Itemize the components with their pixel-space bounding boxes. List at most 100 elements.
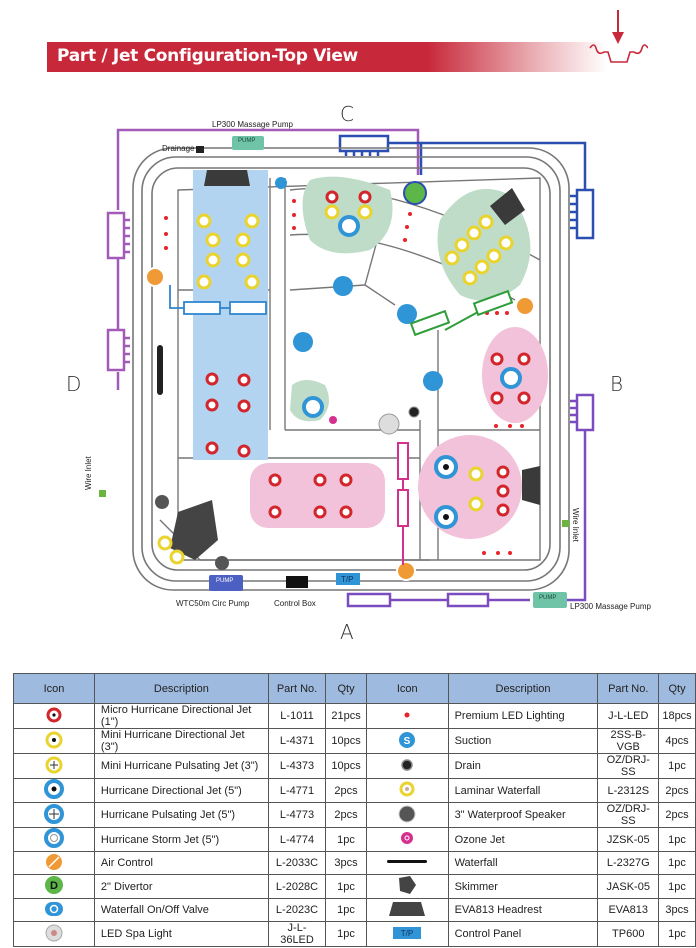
description-cell: LED Spa Light (93, 921, 269, 947)
qty-cell: 1pc (658, 753, 696, 779)
icon-cell (13, 827, 95, 852)
part-no-cell: L-2023C (267, 898, 327, 922)
part-no-cell: L-2028C (267, 874, 327, 899)
air-control-icon (45, 853, 63, 874)
part-no-cell: L-2312S (597, 778, 660, 803)
pump-top (232, 136, 264, 150)
description-cell: EVA813 Headrest (447, 898, 599, 922)
skimmer-icon (396, 875, 418, 898)
wire-inlet-left (99, 490, 106, 497)
part-no-cell: 2SS-B-VGB (597, 728, 660, 754)
air-control (517, 298, 533, 314)
table-row: Micro Hurricane Directional Jet (1")L-10… (13, 703, 696, 729)
side-label-c: C (340, 102, 354, 126)
svg-text:T/P: T/P (401, 929, 413, 938)
description-cell: Control Panel (447, 921, 599, 947)
micro-jets (205, 190, 531, 519)
part-no-cell: JZSK-05 (597, 827, 660, 852)
pump-bottom-right-label: LP300 Massage Pump (570, 602, 651, 611)
hurricane-storm-jet-icon (43, 828, 64, 851)
part-no-cell: L-4371 (267, 728, 327, 754)
qty-cell: 4pcs (658, 728, 696, 754)
description-cell: Skimmer (447, 874, 599, 899)
jet-manifold-right (575, 188, 595, 240)
speaker-icon (397, 805, 417, 826)
premium-led-icon (402, 710, 412, 723)
part-no-cell: OZ/DRJ-SS (597, 802, 660, 828)
icon-cell (13, 921, 95, 947)
headrest-icon (387, 900, 427, 921)
qty-cell: 10pcs (325, 728, 367, 754)
icon-cell (365, 898, 449, 922)
waterfall-valve (275, 177, 287, 189)
page-title: Part / Jet Configuration-Top View (57, 46, 358, 66)
description-cell: Ozone Jet (447, 827, 599, 852)
part-no-cell: J-L-36LED (267, 921, 327, 947)
qty-cell: 2pcs (658, 802, 696, 828)
description-cell: Drain (447, 753, 599, 779)
qty-cell: 1pc (658, 921, 696, 947)
ozone-jet (329, 416, 337, 424)
icon-cell (365, 802, 449, 828)
qty-cell: 1pc (658, 827, 696, 852)
air-control (145, 267, 165, 287)
spa-diagram: C A D B LP300 Massage Pump Drainage PUMP… (0, 90, 696, 655)
icon-cell (365, 851, 449, 875)
col-qty: Qty (325, 673, 367, 704)
divertor-icon: D (44, 875, 64, 898)
description-cell: Waterfall (447, 851, 599, 875)
air-control (396, 561, 416, 581)
led-spa-light-icon (45, 924, 63, 945)
mini-hurricane-pulsating-jet-icon (45, 756, 63, 777)
jet-manifold-left-upper (106, 211, 126, 260)
waterfall-valve-icon (44, 901, 64, 920)
qty-cell: 1pc (658, 874, 696, 899)
part-no-cell: L-4774 (267, 827, 327, 852)
zone-pink-bottom (250, 463, 385, 528)
part-no-cell: JASK-05 (597, 874, 660, 899)
part-no-cell: TP600 (597, 921, 660, 947)
col-qty: Qty (658, 673, 696, 704)
control-box (286, 576, 308, 588)
qty-cell: 3pcs (658, 898, 696, 922)
description-cell: Air Control (93, 851, 269, 875)
drain-icon (400, 758, 414, 775)
qty-cell: 2pcs (658, 778, 696, 803)
qty-cell: 1pc (325, 874, 367, 899)
description-cell: Hurricane Directional Jet (5") (93, 778, 269, 803)
description-cell: Laminar Waterfall (447, 778, 599, 803)
wire-inlet-right (562, 520, 569, 527)
pump-bottom-right-text: PUMP (539, 595, 557, 601)
part-no-cell: L-2327G (597, 851, 660, 875)
icon-cell (13, 778, 95, 803)
hurricane-directional-jet-icon (43, 779, 64, 802)
qty-cell: 1pc (325, 898, 367, 922)
icon-cell (365, 778, 449, 803)
circ-pump-label: WTC50m Circ Pump (176, 599, 250, 608)
description-cell: Micro Hurricane Directional Jet (1") (93, 703, 269, 729)
description-cell: Mini Hurricane Pulsating Jet (3") (93, 753, 269, 779)
icon-cell (13, 703, 95, 729)
description-cell: 3" Waterproof Speaker (447, 802, 599, 828)
zone-green-top (302, 176, 393, 254)
icon-cell (13, 728, 95, 754)
description-cell: Mini Hurricane Directional Jet (3") (93, 728, 269, 754)
col-icon: Icon (13, 673, 95, 704)
waterfall (157, 345, 163, 395)
icon-cell (365, 753, 449, 779)
wire-inlet-right-label: Wire Inlet (571, 508, 580, 542)
suction-icon: S (398, 731, 416, 752)
premium-leds (164, 199, 524, 555)
part-no-cell: OZ/DRJ-SS (597, 753, 660, 779)
part-no-cell: L-4773 (267, 802, 327, 828)
drainage (196, 146, 204, 153)
section-header: Part / Jet Configuration-Top View (47, 42, 607, 72)
part-no-cell: J-L-LED (597, 703, 660, 729)
col-part-no: Part No. (267, 673, 327, 704)
part-no-cell: L-2033C (267, 851, 327, 875)
